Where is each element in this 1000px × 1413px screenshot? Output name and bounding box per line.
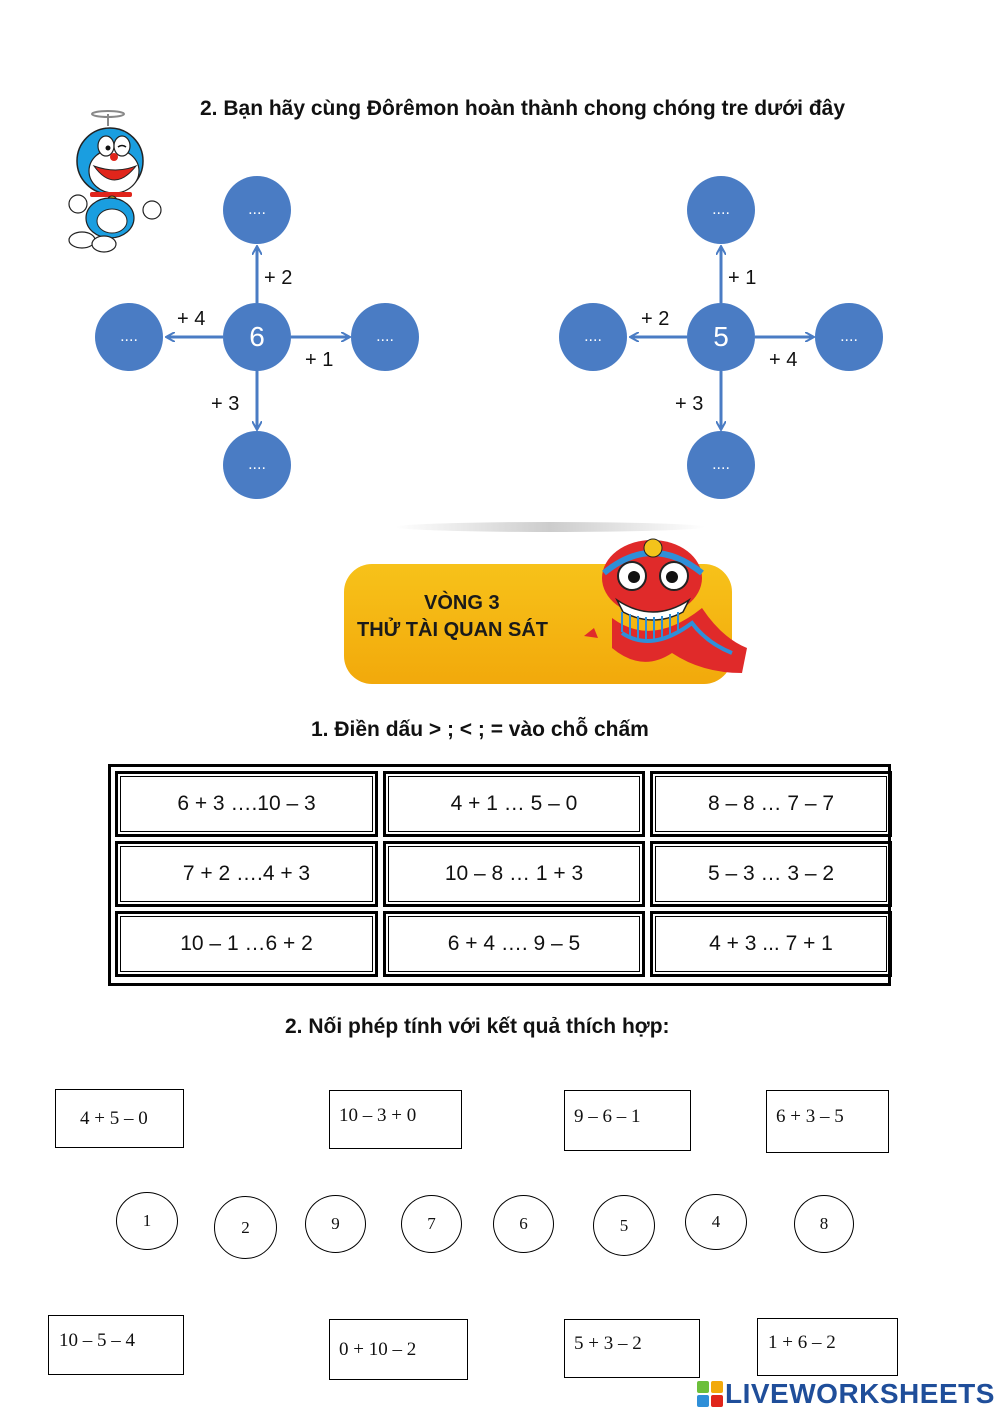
pinwheel-2-top-blank[interactable]: ....	[687, 176, 755, 244]
bottom-expression-box[interactable]: 1 + 6 – 2	[757, 1318, 898, 1376]
compare-cell[interactable]: 6 + 3 ….10 – 3	[115, 771, 378, 837]
pinwheel-1-op-top: + 2	[264, 267, 293, 289]
pinwheel-2-bottom-blank[interactable]: ....	[687, 431, 755, 499]
banner-line-1: VÒNG 3	[424, 592, 500, 614]
pinwheel-2-center: 5	[687, 303, 755, 371]
top-expression-box[interactable]: 4 + 5 – 0	[55, 1089, 184, 1148]
compare-cell[interactable]: 6 + 4 …. 9 – 5	[383, 911, 645, 977]
result-oval[interactable]: 5	[593, 1195, 655, 1256]
pinwheel-1-op-bottom: + 3	[211, 393, 240, 415]
comparison-table: 6 + 3 ….10 – 3 4 + 1 … 5 – 0 8 – 8 … 7 –…	[108, 764, 892, 986]
result-oval[interactable]: 2	[214, 1196, 277, 1259]
bottom-expression-box[interactable]: 5 + 3 – 2	[564, 1319, 700, 1378]
result-oval[interactable]: 1	[116, 1192, 178, 1250]
compare-cell[interactable]: 4 + 3 ... 7 + 1	[650, 911, 892, 977]
brand-mark-icon	[697, 1381, 723, 1407]
pinwheel-2-op-top: + 1	[728, 267, 757, 289]
compare-cell[interactable]: 8 – 8 … 7 – 7	[650, 771, 892, 837]
doraemon-illustration	[68, 110, 162, 253]
banner-line-2: THỬ TÀI QUAN SÁT	[357, 619, 549, 641]
result-oval[interactable]: 7	[401, 1195, 462, 1253]
top-expression-box[interactable]: 10 – 3 + 0	[329, 1090, 462, 1149]
section-title-pinwheel: 2. Bạn hãy cùng Đôrêmon hoàn thành chong…	[200, 97, 846, 120]
result-oval[interactable]: 9	[305, 1195, 366, 1253]
pinwheel-2-op-right: + 4	[769, 349, 798, 371]
pinwheel-2-left-blank[interactable]: ....	[559, 303, 627, 371]
compare-cell[interactable]: 5 – 3 … 3 – 2	[650, 841, 892, 907]
lion-dance-illustration	[584, 538, 747, 673]
brand-text: LIVEWORKSHEETS	[725, 1378, 995, 1409]
result-oval[interactable]: 6	[493, 1195, 554, 1253]
bottom-expression-box[interactable]: 10 – 5 – 4	[48, 1315, 184, 1375]
section-title-compare: 1. Điền dấu > ; < ; = vào chỗ chấm	[311, 718, 649, 741]
pinwheel-1-left-blank[interactable]: ....	[95, 303, 163, 371]
section-title-match: 2. Nối phép tính với kết quả thích hợp:	[285, 1015, 670, 1038]
pinwheel-1-right-blank[interactable]: ....	[351, 303, 419, 371]
top-expression-box[interactable]: 6 + 3 – 5	[766, 1090, 889, 1153]
pinwheel-arrows	[0, 0, 1000, 520]
pinwheel-2-op-left: + 2	[641, 308, 670, 330]
pinwheel-1-op-left: + 4	[177, 308, 206, 330]
compare-cell[interactable]: 4 + 1 … 5 – 0	[383, 771, 645, 837]
bottom-expression-box[interactable]: 0 + 10 – 2	[329, 1319, 468, 1380]
pinwheel-1-op-right: + 1	[305, 349, 334, 371]
result-oval[interactable]: 4	[685, 1194, 747, 1250]
pinwheel-2-right-blank[interactable]: ....	[815, 303, 883, 371]
banner-shadow	[395, 522, 705, 532]
pinwheel-1-center: 6	[223, 303, 291, 371]
compare-cell[interactable]: 7 + 2 ….4 + 3	[115, 841, 378, 907]
result-oval[interactable]: 8	[794, 1195, 854, 1253]
top-expression-box[interactable]: 9 – 6 – 1	[564, 1090, 691, 1151]
compare-cell[interactable]: 10 – 1 …6 + 2	[115, 911, 378, 977]
pinwheel-2-op-bottom: + 3	[675, 393, 704, 415]
compare-cell[interactable]: 10 – 8 … 1 + 3	[383, 841, 645, 907]
liveworksheets-logo: LIVEWORKSHEETS	[697, 1378, 995, 1410]
pinwheel-1-bottom-blank[interactable]: ....	[223, 431, 291, 499]
pinwheel-1-top-blank[interactable]: ....	[223, 176, 291, 244]
